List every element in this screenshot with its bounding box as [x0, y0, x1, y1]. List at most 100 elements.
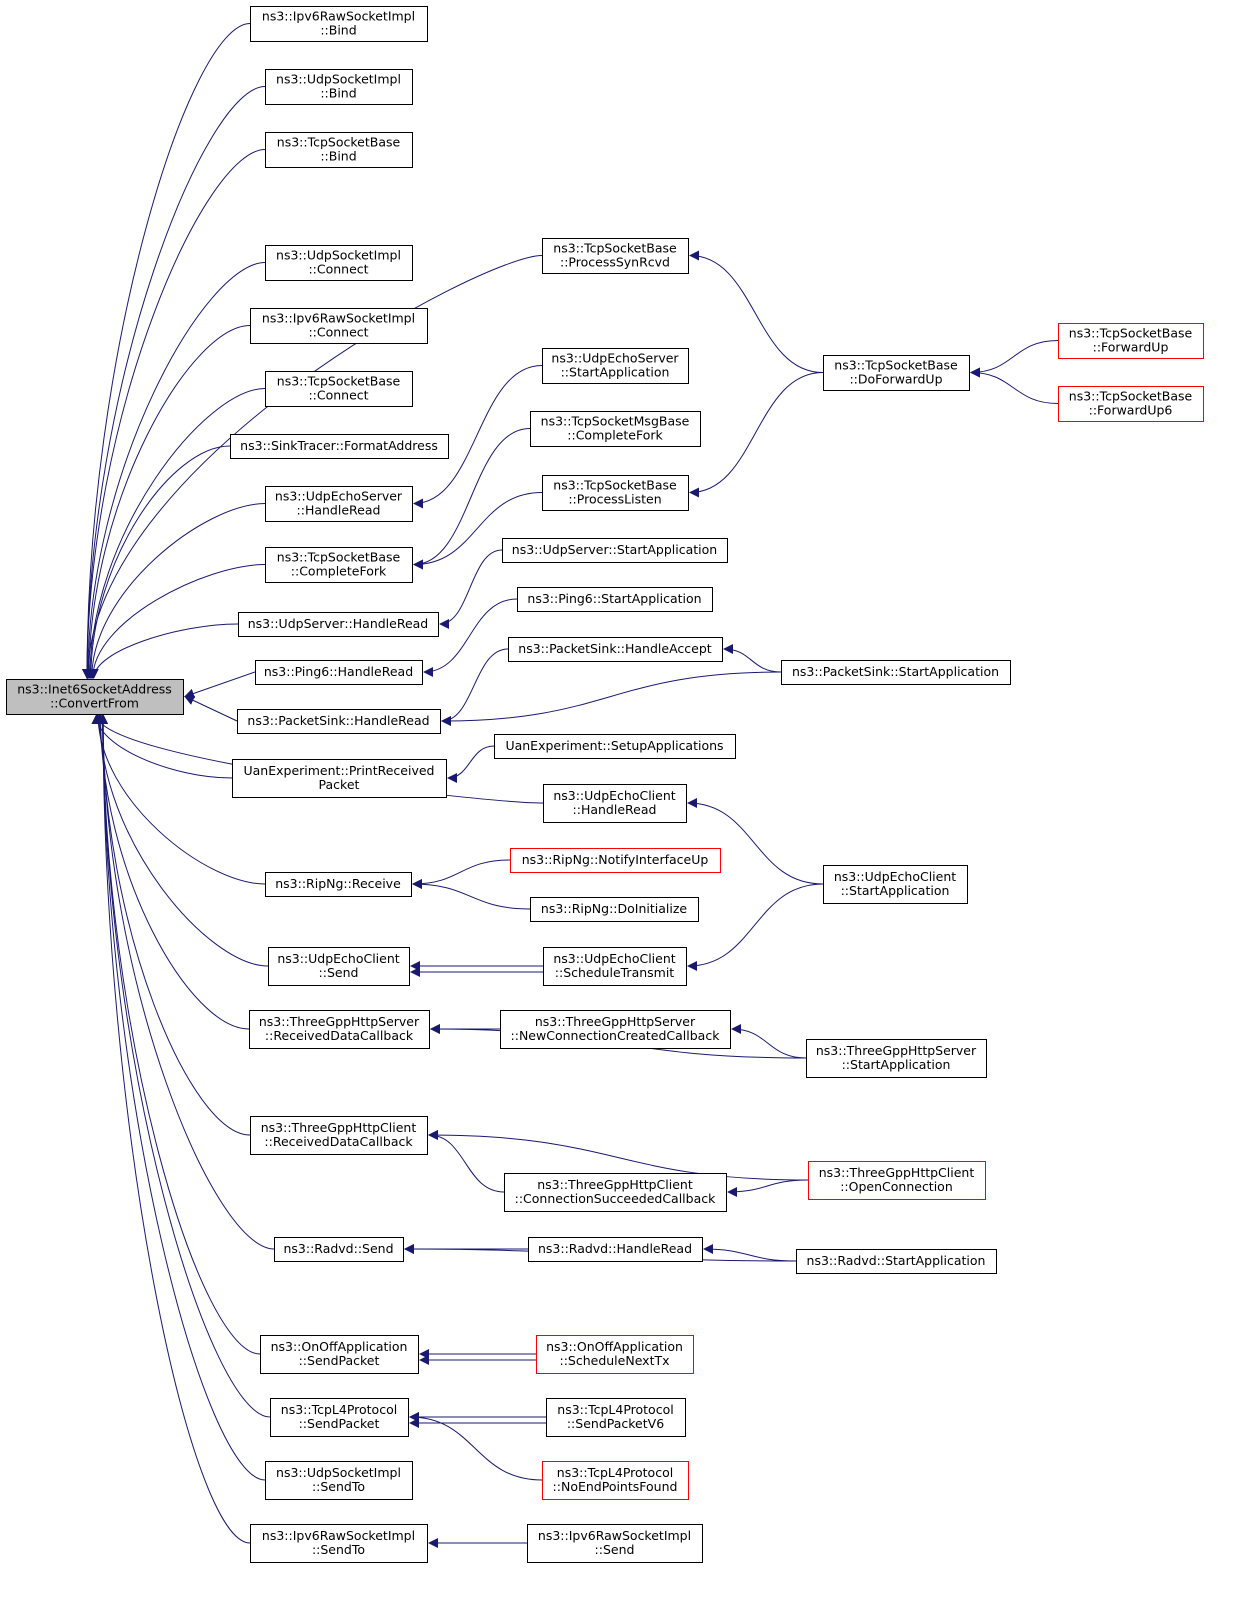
node-label: ::CompleteFork — [291, 564, 387, 579]
node-udpechoserver-start[interactable]: ns3::UdpEchoServer::StartApplication — [542, 348, 689, 384]
edge-packetsink-handleread-to-packetsink-start — [441, 671, 782, 726]
node-label: ns3::RipNg::NotifyInterfaceUp — [522, 852, 709, 867]
node-ripng-doinit[interactable]: ns3::RipNg::DoInitialize — [530, 897, 699, 922]
node-label: ::Connect — [308, 262, 368, 277]
node-tcpsb-forwardup[interactable]: ns3::TcpSocketBase::ForwardUp — [1058, 323, 1204, 359]
node-http-client-rdc[interactable]: ns3::ThreeGppHttpClient::ReceivedDataCal… — [250, 1116, 428, 1155]
node-udpsock-bind[interactable]: ns3::UdpSocketImpl::Bind — [265, 69, 413, 105]
node-http-client-csc[interactable]: ns3::ThreeGppHttpClient::ConnectionSucce… — [504, 1173, 727, 1212]
node-radvd-send[interactable]: ns3::Radvd::Send — [274, 1237, 404, 1262]
node-label: ns3::Radvd::StartApplication — [807, 1253, 986, 1268]
node-http-server-ncc[interactable]: ns3::ThreeGppHttpServer::NewConnectionCr… — [500, 1010, 731, 1049]
node-root[interactable]: ns3::Inet6SocketAddress::ConvertFrom — [6, 679, 184, 715]
node-packetsink-handleaccept[interactable]: ns3::PacketSink::HandleAccept — [508, 637, 723, 662]
node-label: ns3::UdpEchoClient — [553, 788, 675, 803]
node-label: UanExperiment::PrintReceived — [243, 763, 434, 778]
node-label: ns3::TcpSocketBase — [553, 478, 677, 493]
node-label: ::SendPacket — [299, 1353, 380, 1368]
node-ripng-notify[interactable]: ns3::RipNg::NotifyInterfaceUp — [510, 848, 721, 873]
node-http-server-start[interactable]: ns3::ThreeGppHttpServer::StartApplicatio… — [806, 1039, 987, 1078]
node-udpserver-start[interactable]: ns3::UdpServer::StartApplication — [502, 538, 728, 563]
node-label: ns3::Ipv6RawSocketImpl — [262, 1528, 415, 1543]
node-tcpsb-processsynrcvd[interactable]: ns3::TcpSocketBase::ProcessSynRcvd — [542, 238, 689, 274]
node-tcpsb-completefork[interactable]: ns3::TcpSocketBase::CompleteFork — [265, 547, 413, 583]
node-ipv6raw-sendto[interactable]: ns3::Ipv6RawSocketImpl::SendTo — [250, 1524, 428, 1563]
node-ipv6raw-connect[interactable]: ns3::Ipv6RawSocketImpl::Connect — [250, 308, 428, 344]
edge-root-to-onoff-sendpacket — [98, 714, 261, 1355]
node-box — [237, 709, 441, 734]
node-box — [823, 865, 968, 904]
node-ipv6raw-send[interactable]: ns3::Ipv6RawSocketImpl::Send — [527, 1524, 703, 1563]
edge-radvd-handleread-to-radvd-start — [703, 1244, 797, 1262]
node-tcpsb-doforwardup[interactable]: ns3::TcpSocketBase::DoForwardUp — [823, 355, 970, 391]
node-udpsock-sendto[interactable]: ns3::UdpSocketImpl::SendTo — [265, 1461, 413, 1500]
node-label: ns3::UdpEchoClient — [277, 951, 399, 966]
edge-root-to-ping6-handleread — [184, 671, 256, 699]
node-http-server-rdc[interactable]: ns3::ThreeGppHttpServer::ReceivedDataCal… — [249, 1010, 430, 1049]
node-udpechoclient-handleread[interactable]: ns3::UdpEchoClient::HandleRead — [543, 784, 687, 823]
node-label: ::Connect — [308, 388, 368, 403]
edge-root-to-radvd-send — [98, 714, 275, 1250]
node-packetsink-handleread[interactable]: ns3::PacketSink::HandleRead — [237, 709, 441, 734]
node-box — [530, 897, 699, 922]
node-udpsock-connect[interactable]: ns3::UdpSocketImpl::Connect — [265, 245, 413, 281]
node-box — [265, 371, 413, 407]
node-label: ns3::Ipv6RawSocketImpl — [262, 9, 415, 24]
node-box — [265, 547, 413, 583]
node-radvd-handleread[interactable]: ns3::Radvd::HandleRead — [528, 1237, 703, 1262]
edge-tcpsb-completefork-to-tcpsmb-completefork — [413, 428, 531, 570]
node-udpechoclient-start[interactable]: ns3::UdpEchoClient::StartApplication — [823, 865, 968, 904]
node-label: ::ScheduleTransmit — [555, 965, 675, 980]
edge-root-to-ipv6raw-sendto — [98, 714, 251, 1544]
node-onoff-sendpacket[interactable]: ns3::OnOffApplication::SendPacket — [260, 1335, 419, 1374]
node-onoff-schedule[interactable]: ns3::OnOffApplication::ScheduleNextTx — [536, 1335, 694, 1374]
node-box — [268, 947, 410, 986]
node-label: ::Connect — [308, 325, 368, 340]
edge-tcpsb-processlisten-to-tcpsb-doforwardup — [689, 372, 824, 498]
node-tcpsb-connect[interactable]: ns3::TcpSocketBase::Connect — [265, 371, 413, 407]
node-box — [6, 679, 184, 715]
node-box — [528, 1237, 703, 1262]
node-radvd-start[interactable]: ns3::Radvd::StartApplication — [796, 1249, 997, 1274]
node-uan-setup[interactable]: UanExperiment::SetupApplications — [494, 734, 736, 759]
edge-packetsink-handleread-to-packetsink-handleaccept — [441, 648, 509, 726]
node-ping6-start[interactable]: ns3::Ping6::StartApplication — [517, 587, 713, 612]
node-sinktracer[interactable]: ns3::SinkTracer::FormatAddress — [230, 434, 449, 459]
edge-root-to-tcpl4-sendpacket — [98, 714, 271, 1418]
node-label: ns3::PacketSink::HandleAccept — [518, 641, 711, 656]
node-label: ::ForwardUp6 — [1089, 403, 1173, 418]
node-label: ::NoEndPointsFound — [553, 1479, 678, 1494]
node-label: ::ConvertFrom — [50, 696, 139, 711]
node-ripng-receive[interactable]: ns3::RipNg::Receive — [265, 872, 412, 897]
node-http-client-open[interactable]: ns3::ThreeGppHttpClient::OpenConnection — [808, 1161, 986, 1200]
node-box — [517, 587, 713, 612]
node-label: ns3::UdpSocketImpl — [276, 72, 401, 87]
edge-tcpl4-sendpacket-to-tcpl4-noendpoints — [409, 1412, 543, 1481]
node-udpserver-handleread[interactable]: ns3::UdpServer::HandleRead — [238, 612, 439, 637]
node-ping6-handleread[interactable]: ns3::Ping6::HandleRead — [255, 660, 423, 685]
node-packetsink-start[interactable]: ns3::PacketSink::StartApplication — [781, 660, 1011, 685]
node-tcpl4-sendpacketv6[interactable]: ns3::TcpL4Protocol::SendPacketV6 — [546, 1398, 686, 1437]
node-tcpsb-processlisten[interactable]: ns3::TcpSocketBase::ProcessListen — [542, 475, 689, 511]
node-tcpsb-bind[interactable]: ns3::TcpSocketBase::Bind — [265, 132, 413, 168]
node-label: ns3::Ipv6RawSocketImpl — [538, 1528, 691, 1543]
node-box — [249, 1010, 430, 1049]
node-label: ::Send — [595, 1542, 635, 1557]
node-tcpl4-sendpacket[interactable]: ns3::TcpL4Protocol::SendPacket — [270, 1398, 409, 1437]
node-label: ::NewConnectionCreatedCallback — [511, 1028, 721, 1043]
node-tcpsmb-completefork[interactable]: ns3::TcpSocketMsgBase::CompleteFork — [530, 411, 701, 447]
node-label: ns3::TcpSocketMsgBase — [541, 414, 690, 429]
node-ipv6raw-bind[interactable]: ns3::Ipv6RawSocketImpl::Bind — [250, 6, 428, 42]
node-label: ns3::TcpL4Protocol — [281, 1402, 397, 1417]
node-tcpsb-forwardup6[interactable]: ns3::TcpSocketBase::ForwardUp6 — [1058, 386, 1204, 422]
node-udpechoclient-send[interactable]: ns3::UdpEchoClient::Send — [268, 947, 410, 986]
edge-root-to-tcpsb-connect — [84, 388, 266, 679]
node-box — [255, 660, 423, 685]
node-tcpl4-noendpoints[interactable]: ns3::TcpL4Protocol::NoEndPointsFound — [542, 1461, 689, 1500]
node-label: ::StartApplication — [842, 1057, 951, 1072]
node-udpechoserver-handleread[interactable]: ns3::UdpEchoServer::HandleRead — [265, 486, 413, 522]
node-udpechoclient-schedule[interactable]: ns3::UdpEchoClient::ScheduleTransmit — [543, 947, 687, 986]
node-label: ::ForwardUp — [1093, 340, 1169, 355]
